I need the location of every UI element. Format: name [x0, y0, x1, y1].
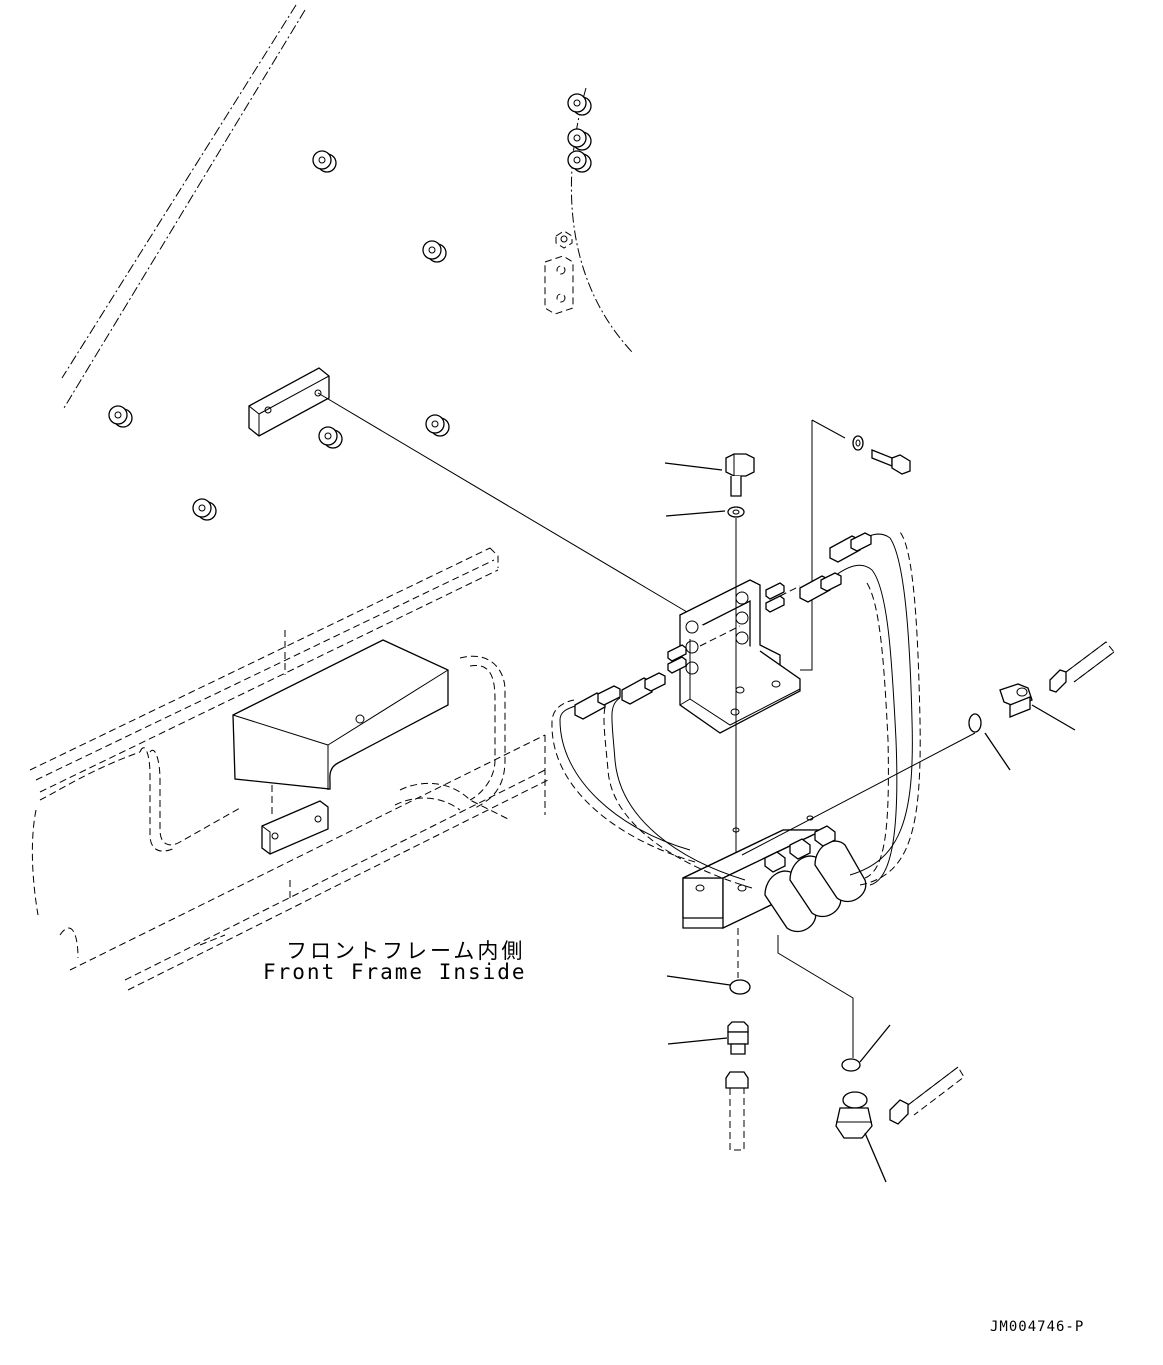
- leader-line: [800, 420, 813, 671]
- spacer-block: [248, 367, 330, 437]
- bushing: [567, 150, 592, 173]
- spacer-plate-upper: [544, 255, 574, 315]
- leader-line: [777, 935, 854, 1058]
- bushing: [108, 405, 133, 428]
- bushing: [422, 240, 447, 263]
- wiring-harness: [551, 531, 921, 889]
- o-ring-lower-right: [841, 1058, 861, 1072]
- washer-top: [727, 506, 745, 518]
- fitting-bottom: [727, 1021, 749, 1055]
- o-ring-right: [968, 713, 982, 733]
- leader-line: [741, 732, 976, 856]
- hose-right: [1049, 641, 1115, 693]
- o-ring-bottom: [729, 979, 751, 995]
- frame-label-english: Front Frame Inside: [263, 960, 527, 984]
- leader-line: [811, 419, 846, 439]
- spacer-block-lower: [261, 785, 329, 855]
- bushing: [318, 426, 343, 449]
- upper-frame-phantom: [61, 4, 633, 409]
- hose-bottom: [725, 1071, 749, 1151]
- frame-mount-block: [232, 639, 449, 790]
- fitting-right: [999, 683, 1033, 718]
- bolt-right-top: [852, 435, 911, 475]
- solenoid-valve-block: [682, 815, 867, 933]
- nut-phantom: [555, 230, 573, 249]
- front-frame-phantom: [29, 547, 549, 991]
- fitting-lower-right: [835, 1091, 873, 1139]
- callout-leaders: [664, 462, 1076, 1183]
- bushing: [312, 150, 337, 173]
- connectors: [574, 532, 872, 720]
- bolt-top: [725, 453, 755, 497]
- leader-line: [317, 392, 693, 616]
- bushing: [567, 128, 592, 151]
- bushing: [425, 414, 450, 437]
- frame-label-japanese: フロントフレーム内側: [286, 939, 526, 963]
- drawing-number: JM004746-P: [990, 1319, 1085, 1335]
- bushing: [192, 498, 217, 521]
- bushings: [108, 93, 592, 521]
- bushing: [567, 93, 592, 116]
- hose-lower-right: [889, 1066, 965, 1125]
